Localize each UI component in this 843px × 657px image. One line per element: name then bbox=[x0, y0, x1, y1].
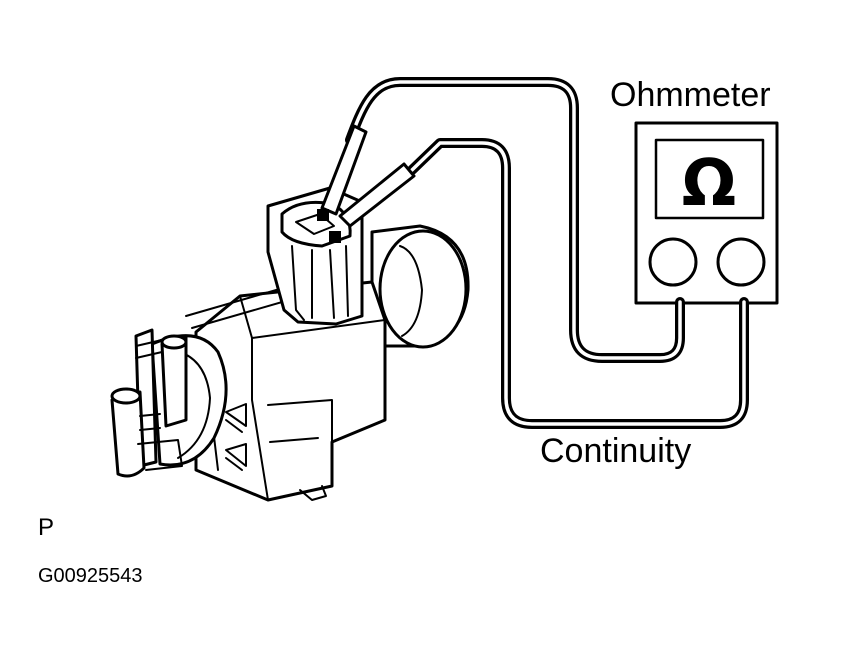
view-label: P bbox=[38, 514, 55, 541]
ohm-symbol: Ω bbox=[682, 147, 736, 221]
ohmmeter: Ω bbox=[634, 121, 779, 305]
ohmmeter-terminal-right bbox=[716, 237, 766, 287]
figure-id: G00925543 bbox=[38, 565, 143, 587]
test-lead-outer bbox=[345, 77, 685, 363]
ohmmeter-display bbox=[654, 138, 765, 220]
solenoid-valve bbox=[110, 124, 470, 502]
vacuum-port-upper bbox=[135, 334, 188, 428]
vacuum-port-lower bbox=[110, 387, 183, 478]
probe-tips bbox=[317, 124, 416, 243]
valve-body bbox=[185, 280, 387, 502]
test-lead-inner bbox=[407, 138, 749, 429]
ohmmeter-terminal-left bbox=[648, 237, 698, 287]
valve-end-cap bbox=[370, 224, 470, 349]
continuity-label: Continuity bbox=[540, 432, 692, 470]
ohmmeter-label: Ohmmeter bbox=[610, 76, 771, 114]
